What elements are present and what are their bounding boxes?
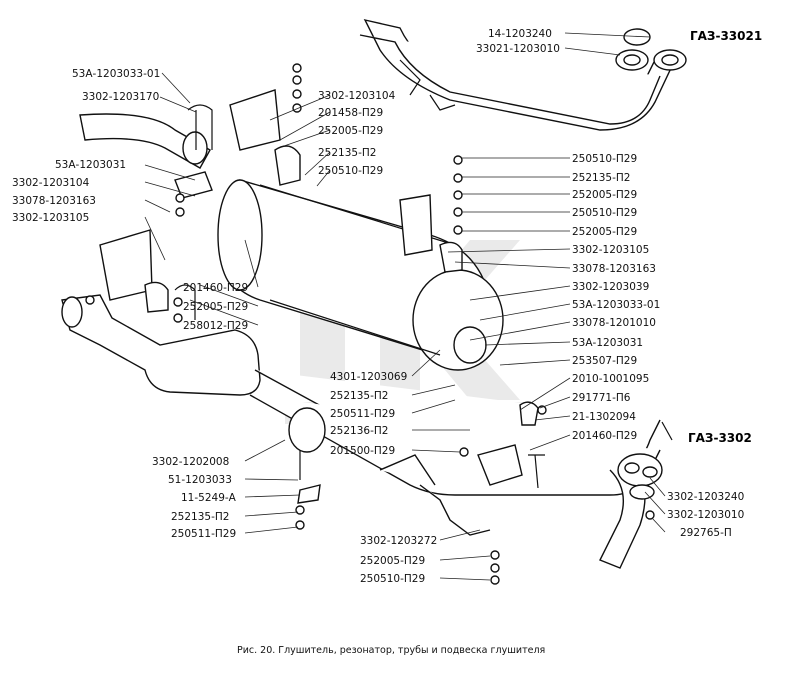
part-label: 292765-П <box>680 527 732 539</box>
part-label: 3302-1203105 <box>12 212 89 224</box>
fasteners <box>85 63 673 585</box>
part-label: 3302-1203170 <box>82 91 159 103</box>
part-label: 250510-П29 <box>572 153 637 165</box>
part-label: 252005-П29 <box>360 555 425 567</box>
resonator-pipe <box>61 294 661 536</box>
part-label: 33021-1203010 <box>476 43 560 55</box>
part-label: 252005-П29 <box>183 301 248 313</box>
part-label: 250511-П29 <box>330 408 395 420</box>
part-label: 252005-П29 <box>572 226 637 238</box>
part-label: 291771-П6 <box>572 392 631 404</box>
part-label: 250510-П29 <box>572 207 637 219</box>
part-label: 252005-П29 <box>572 189 637 201</box>
part-label: 33078-1201010 <box>572 317 656 329</box>
part-label: 3302-1203010 <box>667 509 744 521</box>
front-pipes-33021 <box>359 18 687 131</box>
part-label: 252135-П2 <box>171 511 229 523</box>
front-pipes-3302 <box>599 453 663 569</box>
part-label: 53А-1203031 <box>55 159 126 171</box>
part-label: 3302-1203240 <box>667 491 744 503</box>
labels-center-low: 4301-1203069 252135-П2 250511-П29 252136… <box>330 371 407 457</box>
part-label: 53А-1203033-01 <box>72 68 160 80</box>
part-label: 3302-1202008 <box>152 456 229 468</box>
labels-bottom-right: 3302-1203240 3302-1203010 292765-П <box>667 491 744 539</box>
part-label: 3302-1203105 <box>572 244 649 256</box>
labels-center-top: 3302-1203104 201458-П29 252005-П29 25213… <box>318 90 396 177</box>
part-label: 3302-1203039 <box>572 281 649 293</box>
part-label: 3302-1203104 <box>12 177 90 189</box>
part-label: 250511-П29 <box>171 528 236 540</box>
part-label: 4301-1203069 <box>330 371 407 383</box>
part-label: 252136-П2 <box>330 425 388 437</box>
labels-left: 53А-1203033-01 3302-1203170 53А-1203031 … <box>12 68 160 224</box>
model-label-top: ГАЗ-33021 <box>690 29 762 43</box>
part-label: 201460-П29 <box>572 430 637 442</box>
part-label: 3302-1203104 <box>318 90 396 102</box>
part-label: 252135-П2 <box>572 172 630 184</box>
part-label: 250510-П29 <box>318 165 383 177</box>
labels-top-right: 14-1203240 33021-1203010 <box>476 28 560 55</box>
part-label: 250510-П29 <box>360 573 425 585</box>
muffler-hangers <box>229 89 463 273</box>
leader-lines <box>144 32 666 581</box>
part-label: 252005-П29 <box>318 125 383 137</box>
part-label: 53А-1203033-01 <box>572 299 660 311</box>
part-label: 2010-1001095 <box>572 373 649 385</box>
part-label: 21-1302094 <box>572 411 636 423</box>
labels-bottom-left: 3302-1202008 51-1203033 11-5249-А 252135… <box>152 456 237 540</box>
labels-center-mid: 201460-П29 252005-П29 258012-П29 <box>183 282 248 332</box>
part-label: 33078-1203163 <box>12 195 96 207</box>
part-label: 3302-1203272 <box>360 535 437 547</box>
left-bracket <box>99 171 213 320</box>
labels-bottom-center: 3302-1203272 252005-П29 250510-П29 <box>360 535 437 585</box>
part-label: 14-1203240 <box>488 28 552 40</box>
part-label: 33078-1203163 <box>572 263 656 275</box>
part-label: 253507-П29 <box>572 355 637 367</box>
part-label: 11-5249-А <box>181 492 237 504</box>
part-label: 252135-П2 <box>330 390 388 402</box>
part-label: 201458-П29 <box>318 107 383 119</box>
figure-caption: Рис. 20. Глушитель, резонатор, трубы и п… <box>237 645 545 656</box>
part-label: 53А-1203031 <box>572 337 643 349</box>
part-label: 51-1203033 <box>168 474 232 486</box>
model-label-bottom: ГАЗ-3302 <box>688 431 752 445</box>
part-label: 201460-П29 <box>183 282 248 294</box>
labels-right: 250510-П29 252135-П2 252005-П29 250510-П… <box>572 153 660 442</box>
part-label: 252135-П2 <box>318 147 376 159</box>
part-label: 258012-П29 <box>183 320 248 332</box>
tail-pipe <box>79 104 213 169</box>
bottom-bracket <box>477 401 545 489</box>
part-label: 201500-П29 <box>330 445 395 457</box>
